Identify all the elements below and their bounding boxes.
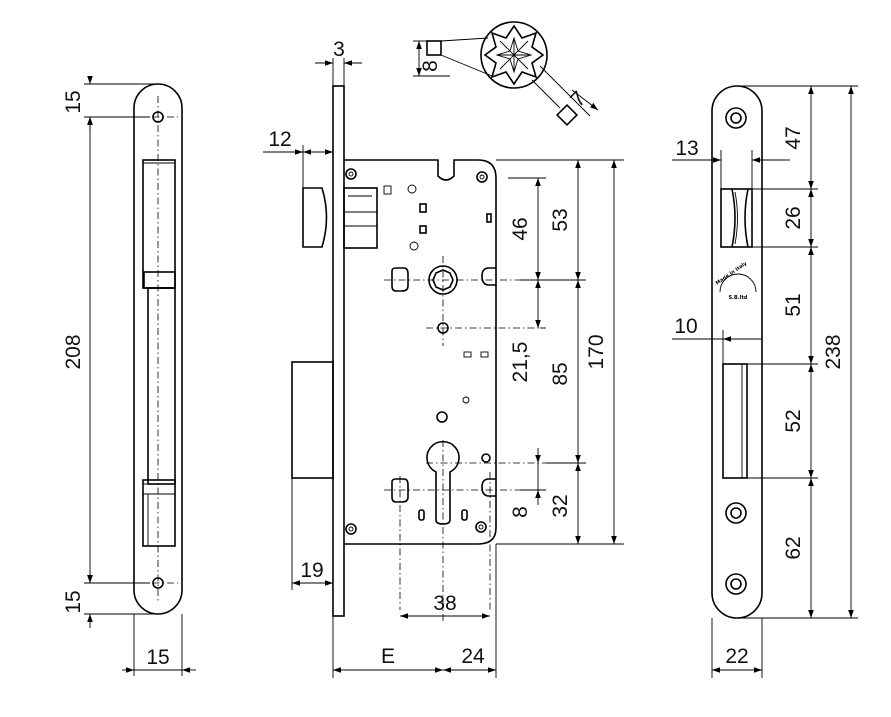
dim-strike-latch-width: 13 bbox=[675, 137, 698, 160]
dim-strike-bottom: 62 bbox=[782, 536, 805, 559]
strike-plate-outline bbox=[711, 85, 763, 619]
strike-plate-dimensions: 13 10 47 26 51 52 62 238 22 bbox=[672, 85, 858, 678]
dim-strike-bolt-height: 52 bbox=[782, 409, 805, 432]
strike-latch-opening bbox=[720, 188, 753, 248]
dead-bolt bbox=[291, 361, 334, 479]
screw-hole-bottom bbox=[152, 577, 164, 589]
dim-strike-bolt-width: 10 bbox=[674, 315, 697, 338]
strike-screw-bottom bbox=[725, 573, 747, 595]
bolt-window bbox=[142, 479, 176, 547]
case-screw-br bbox=[475, 521, 487, 533]
stamp-line2: S.B.ltd bbox=[729, 295, 748, 301]
dim-spindle-lower-hole: 21,5 bbox=[509, 342, 532, 383]
dim-spindle-top: 53 bbox=[549, 208, 572, 231]
dim-centre-distance: 85 bbox=[549, 362, 572, 385]
latch-bolt bbox=[302, 187, 378, 249]
dim-cylinder-offset: 8 bbox=[509, 506, 532, 518]
case-screw-tr bbox=[476, 171, 488, 183]
stamp-line1: Made in Italy bbox=[715, 260, 749, 286]
lock-body-view bbox=[291, 85, 546, 622]
dim-plate-bottom: 15 bbox=[62, 590, 85, 613]
dim-body-height: 170 bbox=[585, 334, 608, 369]
dim-strike-gap: 51 bbox=[782, 293, 805, 316]
dim-plate-height: 208 bbox=[62, 334, 85, 369]
dim-handle-pitch: 38 bbox=[433, 592, 456, 615]
dim-cylinder-bottom: 32 bbox=[549, 494, 572, 517]
dim-square-size: 8 bbox=[419, 60, 442, 72]
screw-hole-top bbox=[152, 111, 164, 123]
strike-screw-mid bbox=[725, 502, 747, 524]
dim-strike-top: 47 bbox=[782, 126, 805, 149]
forend-plate bbox=[332, 85, 345, 617]
dim-plate-top: 15 bbox=[62, 90, 85, 113]
latch-window bbox=[142, 159, 176, 289]
dim-backset: E bbox=[381, 645, 395, 668]
star-follower-detail: 7 bbox=[480, 21, 599, 127]
dim-strike-height: 238 bbox=[822, 334, 845, 369]
strike-plate-view: Made in Italy S.B.ltd bbox=[711, 85, 763, 619]
case-screw-bl bbox=[345, 523, 357, 535]
front-plate-view bbox=[133, 83, 183, 615]
dim-spindle-hole: 46 bbox=[509, 217, 532, 240]
lock-body-dimensions: 3 12 19 38 E 24 46 21,5 bbox=[263, 38, 624, 678]
strike-bolt-opening bbox=[722, 363, 748, 479]
dim-strike-width: 22 bbox=[725, 645, 748, 668]
dim-plate-thickness: 3 bbox=[333, 38, 345, 61]
dim-latch-projection: 12 bbox=[268, 128, 291, 151]
square-spindle-detail: 8 bbox=[413, 37, 493, 77]
maker-stamp: Made in Italy S.B.ltd bbox=[715, 260, 757, 301]
dim-strike-latch-height: 26 bbox=[782, 206, 805, 229]
cylinder-cutout bbox=[426, 440, 460, 525]
dim-plate-width: 15 bbox=[146, 646, 169, 669]
lock-case bbox=[344, 159, 497, 545]
case-screw-tl bbox=[345, 168, 357, 180]
dim-body-edge: 24 bbox=[461, 645, 485, 668]
strike-screw-top bbox=[725, 107, 747, 129]
dim-bolt-projection: 19 bbox=[300, 559, 323, 582]
front-plate-dimensions: 15 208 15 15 bbox=[62, 76, 196, 676]
